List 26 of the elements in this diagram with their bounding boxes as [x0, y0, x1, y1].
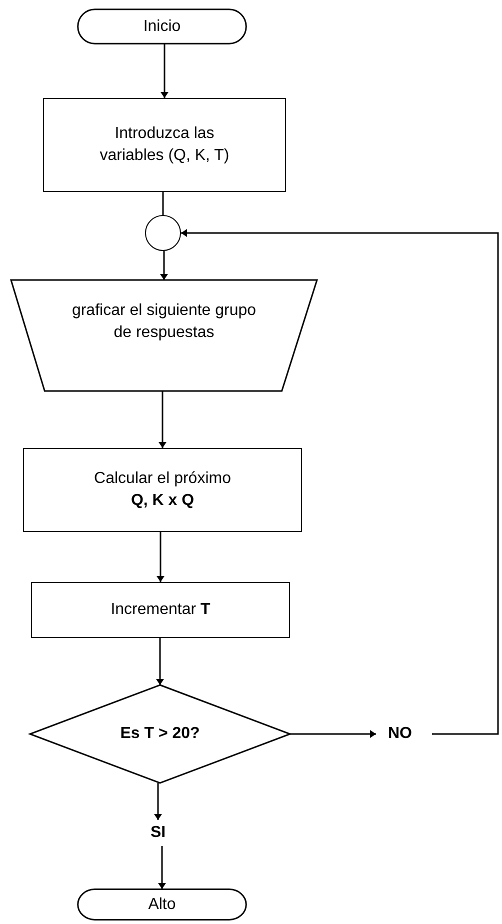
- node-label: Incrementar T: [110, 600, 210, 620]
- arrow: [290, 730, 376, 738]
- node-label: graficar el siguiente grupo de respuestas: [70, 300, 258, 342]
- arrow: [160, 44, 168, 98]
- arrow: [181, 229, 499, 735]
- manual-operation-shape: [11, 280, 317, 391]
- arrow: [154, 783, 162, 820]
- node-label: Introduzca las variables (Q, K, T): [98, 124, 230, 166]
- arrow: [158, 391, 166, 448]
- node-label: Calcular el próximo: [94, 469, 231, 489]
- branch-label: SI: [150, 823, 166, 843]
- process-box: [31, 582, 290, 638]
- process-box: [43, 98, 286, 192]
- process-box: [23, 448, 302, 532]
- branch-label: NO: [388, 724, 412, 744]
- node-label: Q, K x Q: [130, 491, 194, 511]
- node-label: Inicio: [143, 16, 181, 36]
- decision-diamond: [30, 685, 290, 783]
- arrow: [160, 251, 168, 280]
- node-label: Es T > 20?: [120, 724, 200, 744]
- node-label: Alto: [148, 894, 176, 914]
- arrow: [156, 638, 164, 685]
- start-terminal: [77, 9, 247, 44]
- arrow: [158, 846, 166, 889]
- arrow: [156, 532, 164, 582]
- end-terminal: [77, 889, 247, 920]
